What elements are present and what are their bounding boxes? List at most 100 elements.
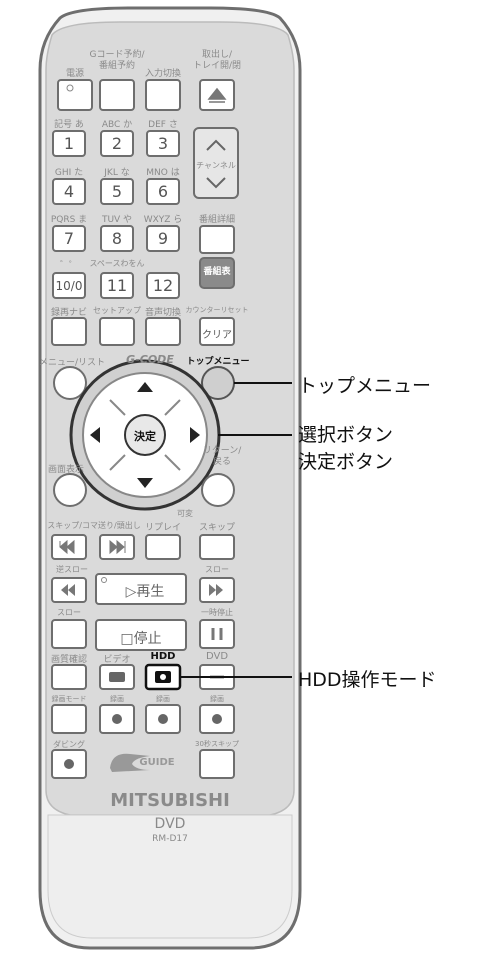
pause-label: 一時停止 — [201, 608, 233, 617]
rec-mode-button — [51, 704, 87, 734]
power-button — [57, 79, 93, 111]
dvd-label: DVD — [205, 651, 229, 662]
rec-label-3: 録画 — [210, 695, 224, 703]
power-label: 電源 — [65, 69, 85, 79]
key1-label: 記号 あ — [54, 120, 84, 130]
key4-label: GHI た — [54, 168, 84, 178]
enter-label: 決定 — [134, 430, 156, 443]
key-6[interactable]: 6 — [146, 178, 180, 205]
dubbing-icon — [64, 759, 74, 769]
top-menu-label: トップメニュー — [186, 357, 250, 367]
clear-label: クリア — [202, 330, 232, 341]
quality-check-label: 画質確認 — [50, 655, 88, 665]
return-label: リターン/ 戻る — [202, 446, 242, 467]
g-guide-label: GUIDE — [139, 757, 175, 768]
dpad-up-icon — [137, 382, 153, 392]
key-12[interactable]: 12 — [146, 272, 180, 299]
replay-button — [145, 534, 181, 560]
channel-up-icon — [206, 139, 226, 151]
key11-label: スペースわをん — [89, 259, 145, 268]
enter-button — [124, 414, 166, 456]
key10-label: ゛゜ — [59, 261, 79, 271]
key9-label: WXYZ ら — [143, 215, 183, 225]
model-label: DVD — [154, 816, 186, 832]
input-select-label: 入力切換 — [144, 69, 182, 79]
key-3[interactable]: 3 — [146, 130, 180, 157]
reverse-slow-label: 逆スロー — [56, 565, 88, 574]
key8-label: TUV や — [101, 215, 133, 225]
clear-button — [199, 317, 235, 346]
video-mode-icon — [109, 672, 125, 682]
rec-icon-2 — [158, 714, 168, 724]
skip-label: スキップ — [198, 523, 236, 533]
callout-select-button: 選択ボタン — [298, 424, 394, 446]
variable-label: 可変 — [177, 509, 193, 518]
callout-enter-button: 決定ボタン — [298, 451, 394, 473]
power-indicator-icon — [66, 84, 74, 92]
rec-icon-3 — [212, 714, 222, 724]
hdd-label: HDD — [150, 651, 176, 662]
model-number: RM-D17 — [152, 834, 188, 844]
display-button — [53, 473, 87, 507]
skip-back-icon — [59, 539, 75, 555]
setup-label: セットアップ — [93, 306, 141, 315]
rec-mode-label: 録画モード — [51, 695, 87, 703]
setup-button — [99, 317, 135, 346]
eject-label: 取出し/ トレイ開/閉 — [192, 50, 242, 71]
return-button — [201, 473, 235, 507]
callout-top-menu: トップメニュー — [298, 375, 432, 397]
program-detail-label: 番組詳細 — [198, 215, 236, 225]
stop-button — [95, 619, 187, 651]
key6-label: MNO は — [146, 168, 180, 178]
epg-label: 番組表 — [203, 267, 231, 277]
slow-forward-label: スロー — [205, 565, 229, 574]
key5-label: JKL な — [104, 168, 130, 178]
pause-button — [199, 619, 235, 649]
key-2[interactable]: 2 — [100, 130, 134, 157]
dpad-dividers — [109, 399, 181, 471]
counter-reset-label: カウンターリセット — [185, 306, 249, 314]
brand-logo: MITSUBISHI — [110, 790, 230, 811]
key-4[interactable]: 4 — [52, 178, 86, 205]
rec-navi-label: 録再ナビ — [50, 308, 88, 318]
rec-icon-1 — [112, 714, 122, 724]
callout-hdd-mode: HDD操作モード — [298, 669, 437, 691]
slow-label: スロー — [57, 608, 81, 617]
g-guide-logo — [110, 753, 150, 772]
rewind-icon — [61, 584, 75, 596]
rec-label-1: 録画 — [110, 695, 124, 703]
remote-lower-panel — [47, 814, 293, 939]
input-select-button — [145, 79, 181, 111]
quality-check-button — [51, 664, 87, 690]
key-9[interactable]: 9 — [146, 225, 180, 252]
key-11[interactable]: 11 — [100, 272, 134, 299]
gcode-reserve-label: Gコード予約/ 番組予約 — [89, 50, 145, 71]
dubbing-label: ダビング — [53, 740, 85, 749]
eject-icon — [207, 87, 227, 103]
key3-label: DEF さ — [148, 120, 178, 130]
skip-forward-icon — [109, 539, 126, 555]
dpad-down-icon — [137, 478, 153, 488]
replay-label: リプレイ — [144, 523, 182, 533]
epg-button — [199, 257, 235, 289]
dpad-right-icon — [190, 427, 200, 443]
key7-label: PQRS ま — [50, 215, 88, 225]
gcode-logo: G-CODE — [126, 353, 174, 366]
key2-label: ABC か — [101, 120, 133, 130]
video-label: ビデオ — [103, 655, 131, 665]
audio-select-label: 音声切換 — [144, 308, 182, 318]
slow-button — [51, 619, 87, 649]
stop-label: □停止 — [120, 631, 162, 647]
key-5[interactable]: 5 — [100, 178, 134, 205]
key-1[interactable]: 1 — [52, 130, 86, 157]
channel-label: チャンネル — [196, 161, 236, 170]
key-10[interactable]: 10/0 — [52, 272, 86, 299]
program-detail-button — [199, 225, 235, 254]
menu-list-label: メニュー/リスト — [38, 358, 106, 368]
channel-down-icon — [206, 177, 226, 189]
key-7[interactable]: 7 — [52, 225, 86, 252]
key-8[interactable]: 8 — [100, 225, 134, 252]
rec-navi-button — [51, 317, 87, 346]
pause-icon — [211, 628, 223, 640]
skip-frame-label: スキップ/コマ送り/頭出し — [47, 521, 141, 530]
